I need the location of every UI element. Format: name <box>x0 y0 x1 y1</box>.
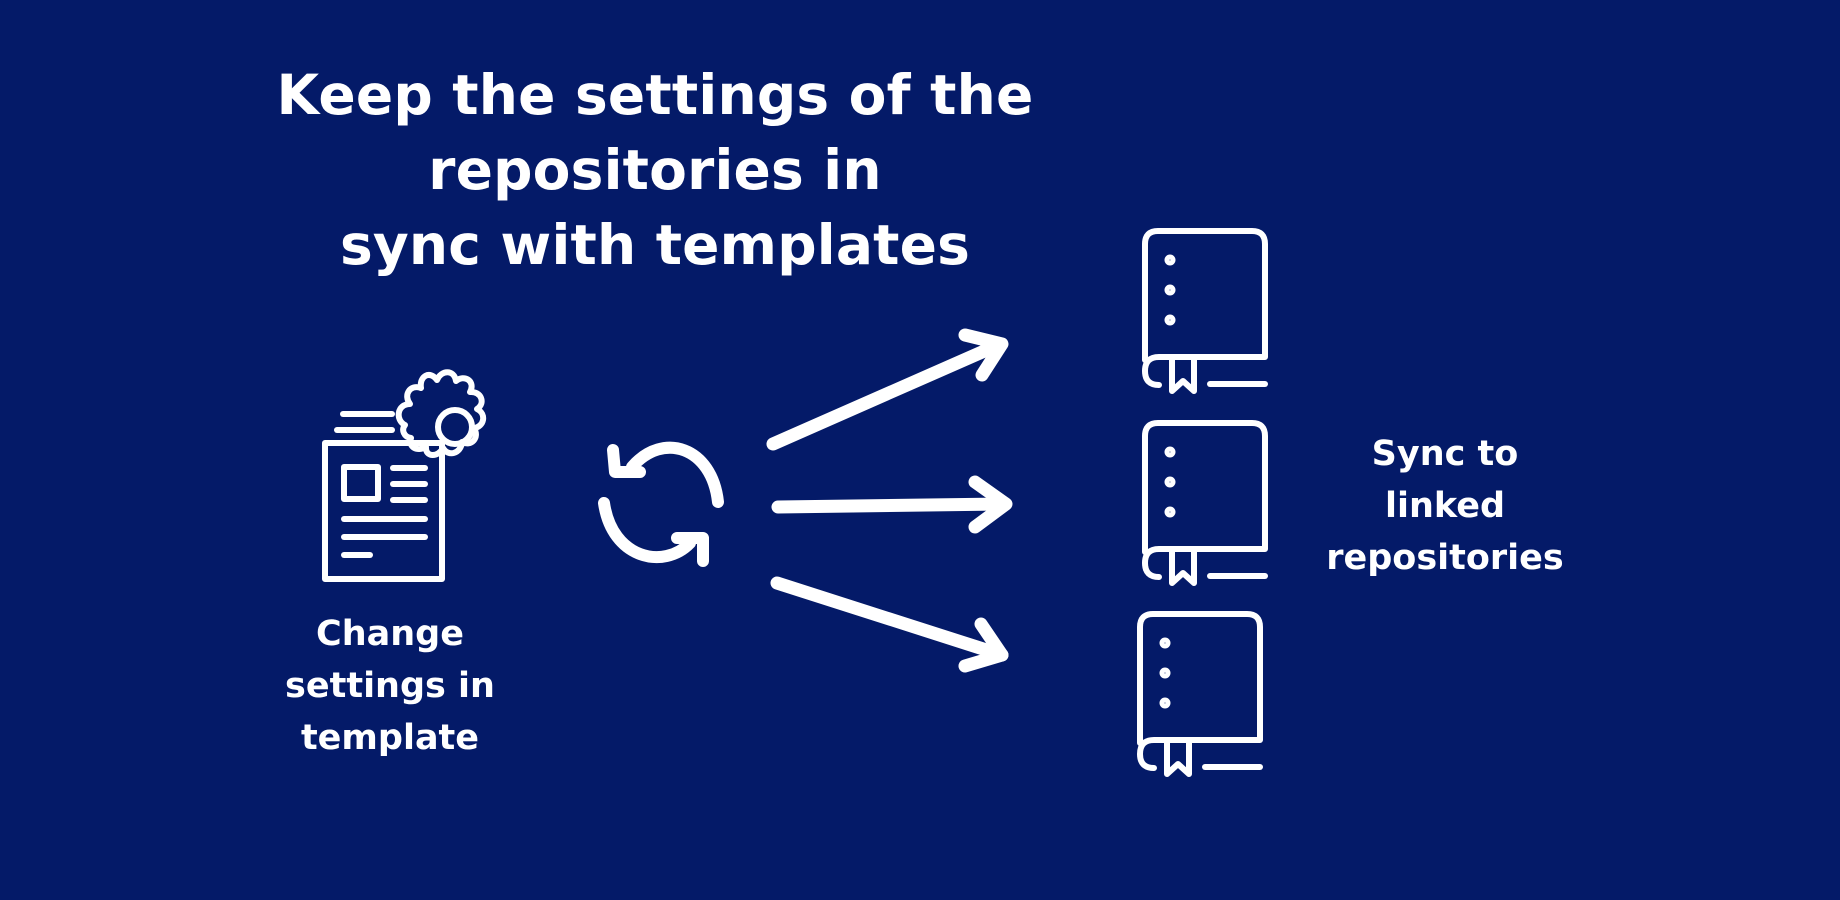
book-ribbon <box>1169 357 1197 394</box>
arrow-shaft <box>770 576 1009 662</box>
book-ribbon <box>1164 740 1192 777</box>
sync-upper-arrowhead <box>607 444 646 478</box>
arrow-head <box>958 617 1009 673</box>
arrow-right-up <box>766 328 1009 451</box>
title-line-1: Keep the settings of the repositories in <box>276 63 1034 202</box>
sync-upper-arc <box>626 441 724 508</box>
repositories-caption: Sync to linked repositories <box>1300 428 1590 584</box>
arrow-head <box>958 328 1009 382</box>
book-dot <box>1164 254 1176 266</box>
sync-icon <box>598 441 724 567</box>
template-caption: Change settings in template <box>270 608 510 764</box>
book-dot <box>1159 637 1171 649</box>
book-dot <box>1164 506 1176 518</box>
sync-lower-arrowhead <box>671 532 709 567</box>
template-document-outline <box>322 440 445 582</box>
book-dot <box>1164 314 1176 326</box>
book-dot <box>1159 697 1171 709</box>
book-dot <box>1159 667 1171 679</box>
book-outline <box>1137 611 1263 771</box>
gear-icon <box>395 369 487 458</box>
template-image-box <box>341 464 381 502</box>
book-outline <box>1142 420 1268 580</box>
arrow-shaft <box>771 497 1010 514</box>
sync-lower-arc <box>598 497 696 563</box>
book-dot <box>1164 476 1176 488</box>
repository-book-icon <box>1142 420 1268 586</box>
repository-book-icon <box>1142 228 1268 394</box>
arrow-right-down <box>770 576 1009 673</box>
repositories-caption-line-3: repositories <box>1326 538 1564 578</box>
gear-hub <box>435 407 475 447</box>
template-settings-icon <box>322 369 487 582</box>
book-outline <box>1142 228 1268 388</box>
template-caption-line-3: template <box>300 718 480 758</box>
book-ribbon <box>1169 549 1197 586</box>
repositories-caption-line-1: Sync to <box>1371 434 1519 474</box>
book-dot <box>1164 284 1176 296</box>
template-caption-line-2: settings in <box>285 666 495 706</box>
arrow-head <box>968 475 1013 534</box>
template-caption-line-1: Change <box>316 614 464 654</box>
repository-book-icon <box>1137 611 1263 777</box>
arrow-shaft <box>766 338 1005 451</box>
arrow-right <box>771 475 1013 534</box>
page-title: Keep the settings of the repositories in… <box>90 58 1220 283</box>
repositories-caption-line-2: linked <box>1384 486 1506 526</box>
title-line-2: sync with templates <box>339 213 971 277</box>
book-dot <box>1164 446 1176 458</box>
